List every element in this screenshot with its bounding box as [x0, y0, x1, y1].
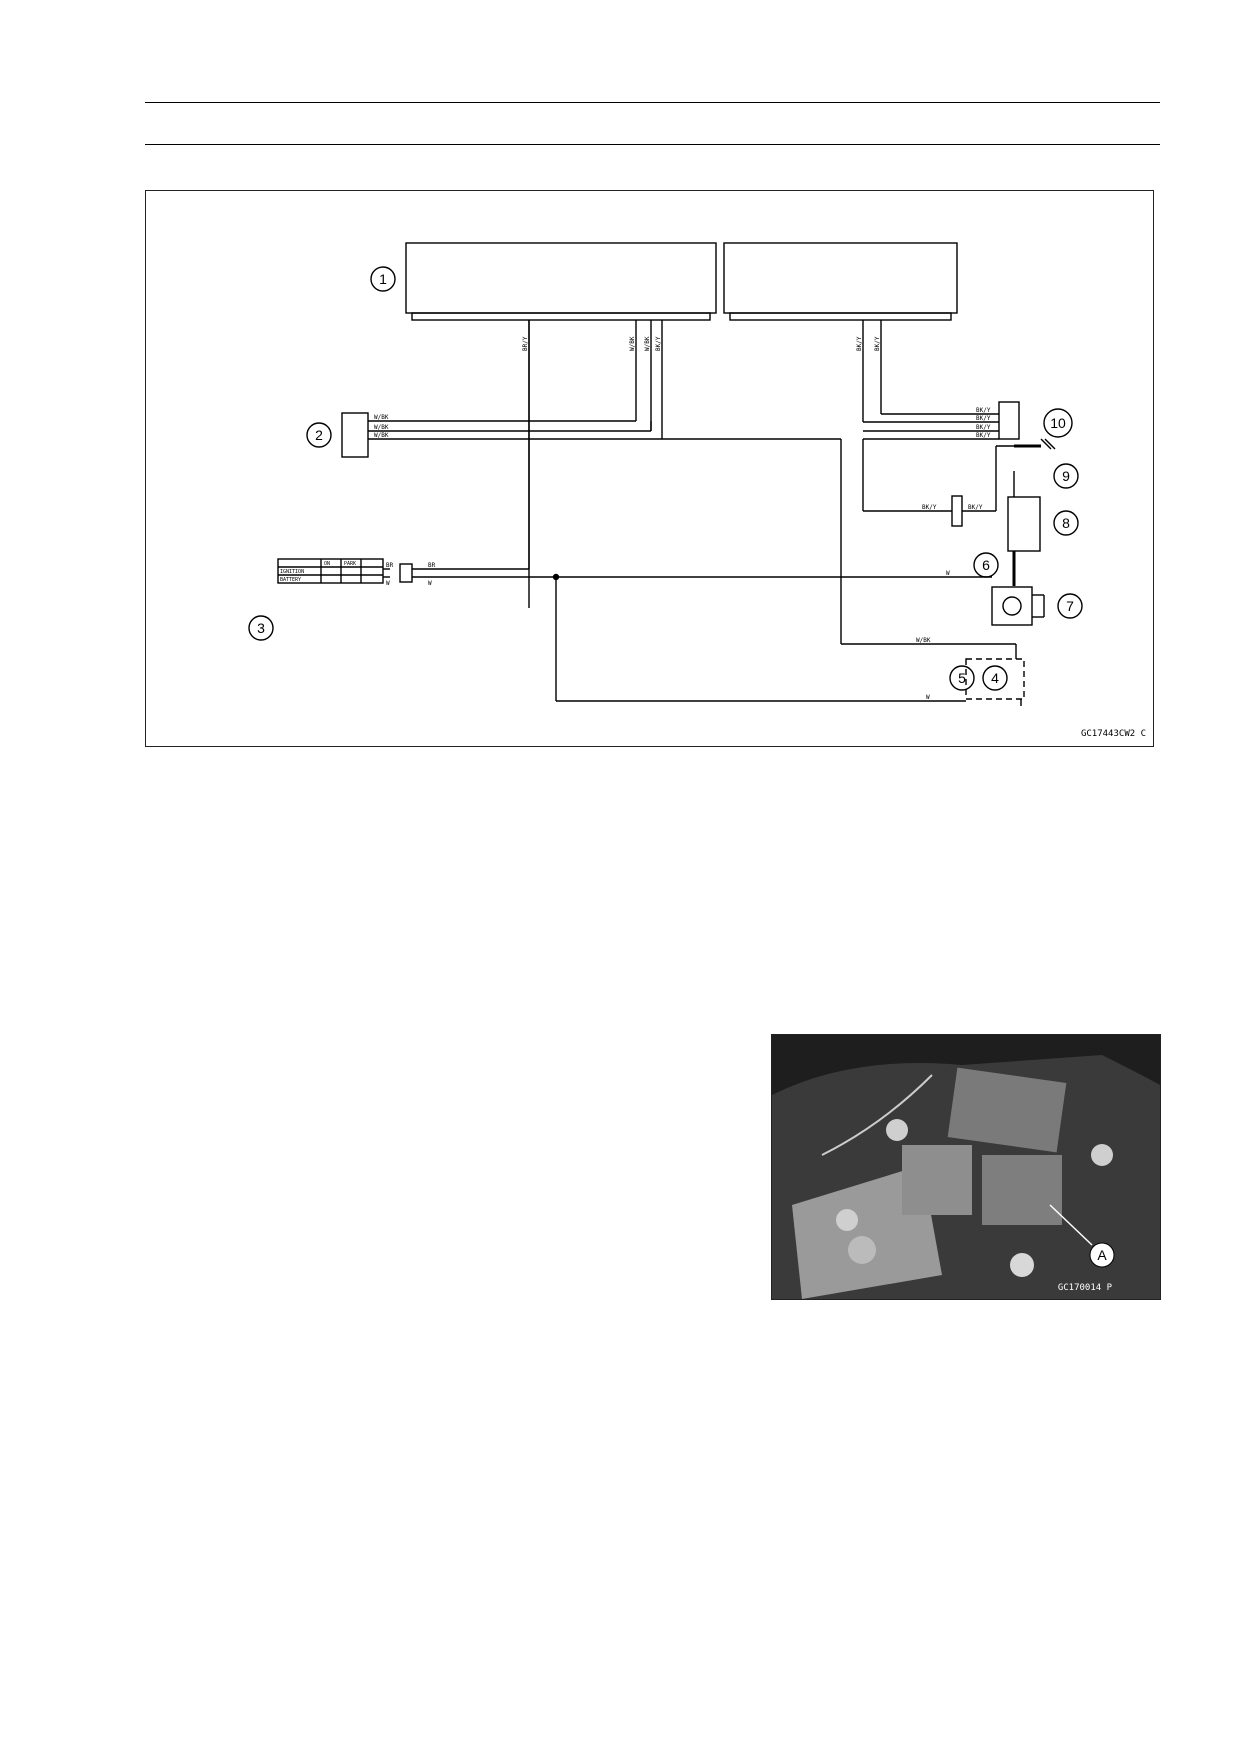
unit-4-5 — [965, 658, 1025, 700]
switch-row-ignition: IGNITION — [280, 569, 304, 575]
wire-label: W/BK — [629, 336, 636, 351]
wire-label: BR/Y — [522, 336, 529, 351]
callout-label-2: 2 — [315, 427, 323, 443]
sensor-7 — [991, 586, 1033, 626]
callout-label-7: 7 — [1066, 598, 1074, 614]
wire-label: BK/Y — [976, 424, 991, 431]
callout-2 — [306, 422, 332, 448]
callout-label-5: 5 — [958, 670, 966, 686]
wire-label: BK/Y — [968, 504, 983, 511]
wire-label: BK/Y — [856, 336, 863, 351]
figure-code: GC17443CW2 C — [1081, 729, 1146, 739]
photo-callout-a: A — [1097, 1247, 1107, 1263]
ignition-switch-table — [277, 558, 384, 584]
callout-label-6: 6 — [982, 557, 990, 573]
wiring-diagram: 1 2 3 4 5 6 7 8 9 10 BR/Y W/BK W/BK BK/Y… — [145, 190, 1154, 747]
wire-label: BK/Y — [655, 336, 662, 351]
connector-2 — [341, 412, 369, 458]
callout-5 — [949, 665, 975, 691]
header-rule-bottom — [145, 144, 1160, 145]
callout-label-10: 10 — [1050, 415, 1066, 431]
callout-label-1: 1 — [379, 271, 387, 287]
wire-label: BK/Y — [976, 432, 991, 439]
wire-label: W — [386, 580, 390, 587]
wire-label: BK/Y — [976, 407, 991, 414]
wire-label: W — [946, 570, 950, 577]
wire-label: W/BK — [374, 414, 389, 421]
wire-label: W/BK — [916, 637, 931, 644]
ecu-box-right — [723, 242, 958, 314]
relay-8 — [1007, 496, 1041, 552]
ecu-connector-right — [729, 312, 952, 321]
wire-label: W/BK — [644, 336, 651, 351]
callout-7 — [1057, 593, 1083, 619]
callout-1 — [370, 266, 396, 292]
callout-label-8: 8 — [1062, 515, 1070, 531]
ignition-connector — [399, 563, 413, 583]
wire-label: W/BK — [374, 432, 389, 439]
callout-10 — [1043, 408, 1073, 438]
callout-8 — [1053, 510, 1079, 536]
callout-4 — [982, 665, 1008, 691]
switch-header-on: ON — [324, 561, 330, 567]
connector-10 — [998, 401, 1020, 440]
wire-label: BK/Y — [922, 504, 937, 511]
ecu-box-left — [405, 242, 717, 314]
wire-label: BK/Y — [976, 415, 991, 422]
photo-code: GC170014 P — [1058, 1283, 1113, 1293]
callout-9 — [1053, 463, 1079, 489]
wiring-diagram-svg: 1 2 3 4 5 6 7 8 9 10 BR/Y W/BK W/BK BK/Y… — [248, 242, 1146, 739]
callout-label-4: 4 — [991, 670, 999, 686]
callout-label-9: 9 — [1062, 468, 1070, 484]
wire-label: W — [428, 580, 432, 587]
switch-row-battery: BATTERY — [280, 577, 301, 583]
wire-label: BK/Y — [874, 336, 881, 351]
wire-label: W/BK — [374, 424, 389, 431]
wire-label: BR — [386, 562, 394, 569]
ecu-connector-left — [411, 312, 711, 321]
wire-label: BR — [428, 562, 436, 569]
switch-header-park: PARK — [344, 561, 356, 567]
callout-label-3: 3 — [257, 620, 265, 636]
photo-ecu-connectors: A GC170014 P — [771, 1034, 1161, 1300]
wire-label: W — [926, 694, 930, 701]
photo-illustration: A GC170014 P — [772, 1035, 1160, 1299]
callout-6 — [973, 552, 999, 578]
connector-mid — [951, 495, 963, 527]
header-rule-top — [145, 102, 1160, 103]
callout-3 — [248, 615, 274, 641]
